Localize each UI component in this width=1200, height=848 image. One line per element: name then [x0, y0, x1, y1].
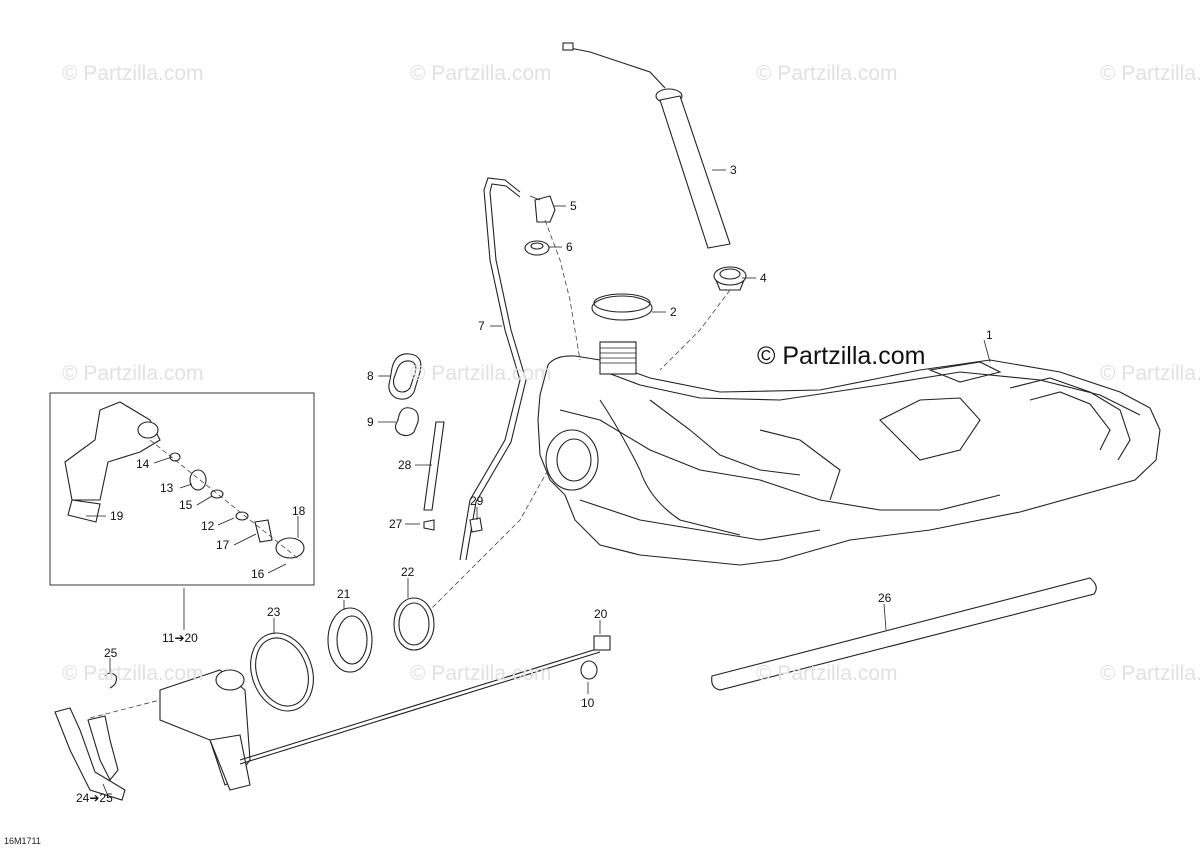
assembly-line-pump	[89, 699, 161, 719]
callout-8: 8	[367, 369, 374, 383]
watermark: © Partzilla.com	[1100, 662, 1200, 685]
hose-24	[54, 707, 126, 801]
assembly-line-vent	[544, 219, 581, 361]
fuel-tank	[537, 355, 1161, 566]
watermark: © Partzilla.com	[62, 662, 204, 685]
callout-20: 20	[594, 607, 608, 621]
grommet-4	[713, 266, 747, 291]
grommet-6	[524, 240, 550, 256]
clip-25	[104, 672, 117, 689]
callout-1: 1	[986, 328, 993, 342]
filler-neck	[599, 341, 637, 375]
callout-21: 21	[337, 587, 351, 601]
callout-25: 25	[104, 646, 118, 660]
watermark: © Partzilla.com	[410, 662, 552, 685]
watermark: © Partzilla.com	[1100, 62, 1200, 85]
callout-17: 17	[216, 538, 230, 552]
callout-12: 12	[201, 519, 215, 533]
callout-13: 13	[160, 481, 174, 495]
fuel-pump-module	[159, 635, 611, 791]
clip-27	[423, 519, 435, 531]
callout-24-25: 24➔25	[76, 791, 113, 805]
callout-7: 7	[478, 319, 485, 333]
main-watermark: © Partzilla.com	[757, 342, 926, 370]
nut-10	[580, 660, 598, 680]
callout-3: 3	[730, 163, 737, 177]
pump-subassembly-box	[49, 392, 315, 586]
lock-ring-21	[327, 607, 373, 673]
leader-lines	[86, 169, 991, 797]
callout-11-20: 11➔20	[162, 631, 198, 645]
callout-22: 22	[401, 565, 415, 579]
callout-27: 27	[389, 517, 403, 531]
fuel-cap	[591, 293, 653, 321]
callout-18: 18	[292, 504, 306, 518]
callout-29: 29	[470, 494, 484, 508]
callout-19: 19	[110, 509, 124, 523]
callout-26: 26	[878, 591, 892, 605]
watermark: © Partzilla.com	[410, 362, 552, 385]
watermark: © Partzilla.com	[62, 62, 204, 85]
watermark: © Partzilla.com	[1100, 362, 1200, 385]
watermark: © Partzilla.com	[756, 662, 898, 685]
clamp-23	[250, 632, 314, 712]
callout-28: 28	[398, 458, 412, 472]
watermark: © Partzilla.com	[62, 362, 204, 385]
hose-28	[423, 421, 445, 511]
callout-10: 10	[581, 696, 595, 710]
callout-6: 6	[566, 240, 573, 254]
callout-5: 5	[570, 199, 577, 213]
callout-23: 23	[267, 605, 281, 619]
mat-26	[711, 577, 1097, 691]
callout-16: 16	[251, 567, 265, 581]
vent-valve	[529, 195, 556, 223]
watermark: © Partzilla.com	[756, 62, 898, 85]
callout-4: 4	[760, 271, 767, 285]
watermark: © Partzilla.com	[410, 62, 552, 85]
callout-15: 15	[179, 498, 193, 512]
assembly-line-tank	[429, 469, 549, 611]
seal-8	[388, 353, 422, 400]
diagram-code: 16M1711	[4, 836, 41, 846]
callout-9: 9	[367, 415, 374, 429]
callout-2: 2	[670, 305, 677, 319]
callout-14: 14	[136, 457, 150, 471]
vent-hose	[459, 177, 527, 561]
fuel-level-sender	[562, 42, 731, 249]
o-ring-22	[393, 597, 435, 651]
assembly-line-sender	[659, 289, 731, 371]
clip-29	[469, 517, 483, 533]
seal-9	[394, 407, 419, 437]
